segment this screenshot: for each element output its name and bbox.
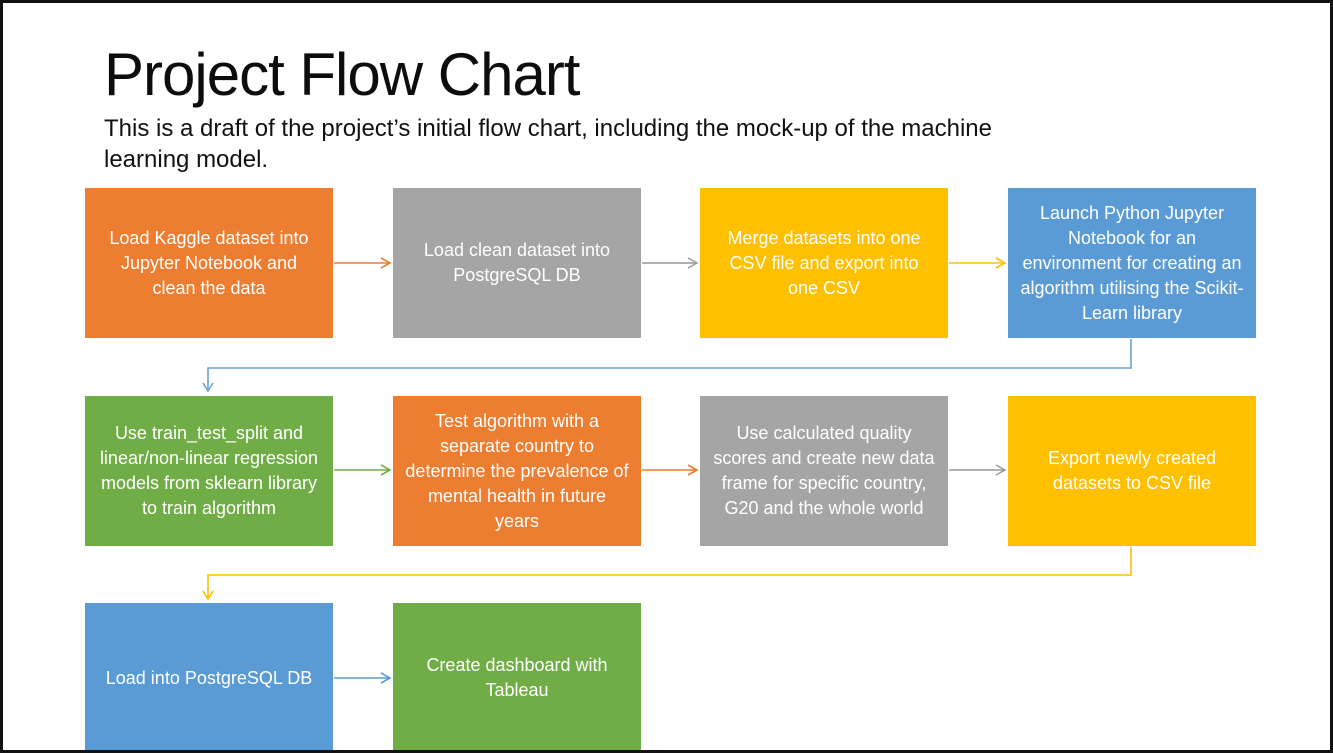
arrow-step9-step10: [334, 672, 392, 684]
connector-step4-step5: [202, 339, 1132, 393]
flow-node-export-datasets: Export newly created datasets to CSV fil…: [1008, 396, 1256, 546]
page-title: Project Flow Chart: [104, 41, 580, 108]
flow-node-load-postgresql: Load into PostgreSQL DB: [85, 603, 333, 753]
arrow-step3-step4: [949, 257, 1007, 269]
flow-node-label: Load into PostgreSQL DB: [105, 667, 313, 688]
flow-node-label: Use train_test_split and linear/non-line…: [99, 423, 319, 518]
flow-node-label: Launch Python Jupyter Notebook for an en…: [1020, 202, 1244, 323]
flow-node-label: Use calculated quality scores and create…: [713, 423, 935, 518]
arrow-step1-step2: [334, 257, 392, 269]
subtitle-line-2: learning model.: [104, 146, 269, 173]
flow-node-train-test-split: Use train_test_split and linear/non-line…: [85, 396, 333, 546]
flow-node-test-algorithm: Test algorithm with a separate country t…: [393, 396, 641, 546]
flow-node-load-kaggle-dataset: Load Kaggle dataset into Jupyter Noteboo…: [85, 188, 333, 338]
flow-node-label: Load Kaggle dataset into Jupyter Noteboo…: [109, 227, 309, 298]
flow-node-label: Export newly created datasets to CSV fil…: [1047, 448, 1217, 493]
flow-node-label: Load clean dataset into PostgreSQL DB: [423, 240, 611, 285]
flow-node-launch-jupyter: Launch Python Jupyter Notebook for an en…: [1008, 188, 1256, 338]
flow-node-merge-datasets: Merge datasets into one CSV file and exp…: [700, 188, 948, 338]
connector-step8-step9: [202, 547, 1132, 601]
flow-node-label: Test algorithm with a separate country t…: [405, 410, 629, 531]
arrow-step6-step7: [642, 464, 699, 476]
subtitle-line-1: This is a draft of the project’s initial…: [104, 115, 992, 142]
flow-node-load-clean-dataset: Load clean dataset into PostgreSQL DB: [393, 188, 641, 338]
slide-subtitle: This is a draft of the project’s initial…: [104, 113, 992, 175]
flow-node-label: Create dashboard with Tableau: [426, 655, 608, 700]
flow-node-create-dashboard: Create dashboard with Tableau: [393, 603, 641, 753]
flow-node-quality-scores: Use calculated quality scores and create…: [700, 396, 948, 546]
arrow-step2-step3: [642, 257, 699, 269]
flow-node-label: Merge datasets into one CSV file and exp…: [727, 227, 921, 298]
arrow-step5-step6: [334, 464, 392, 476]
arrow-step7-step8: [949, 464, 1007, 476]
